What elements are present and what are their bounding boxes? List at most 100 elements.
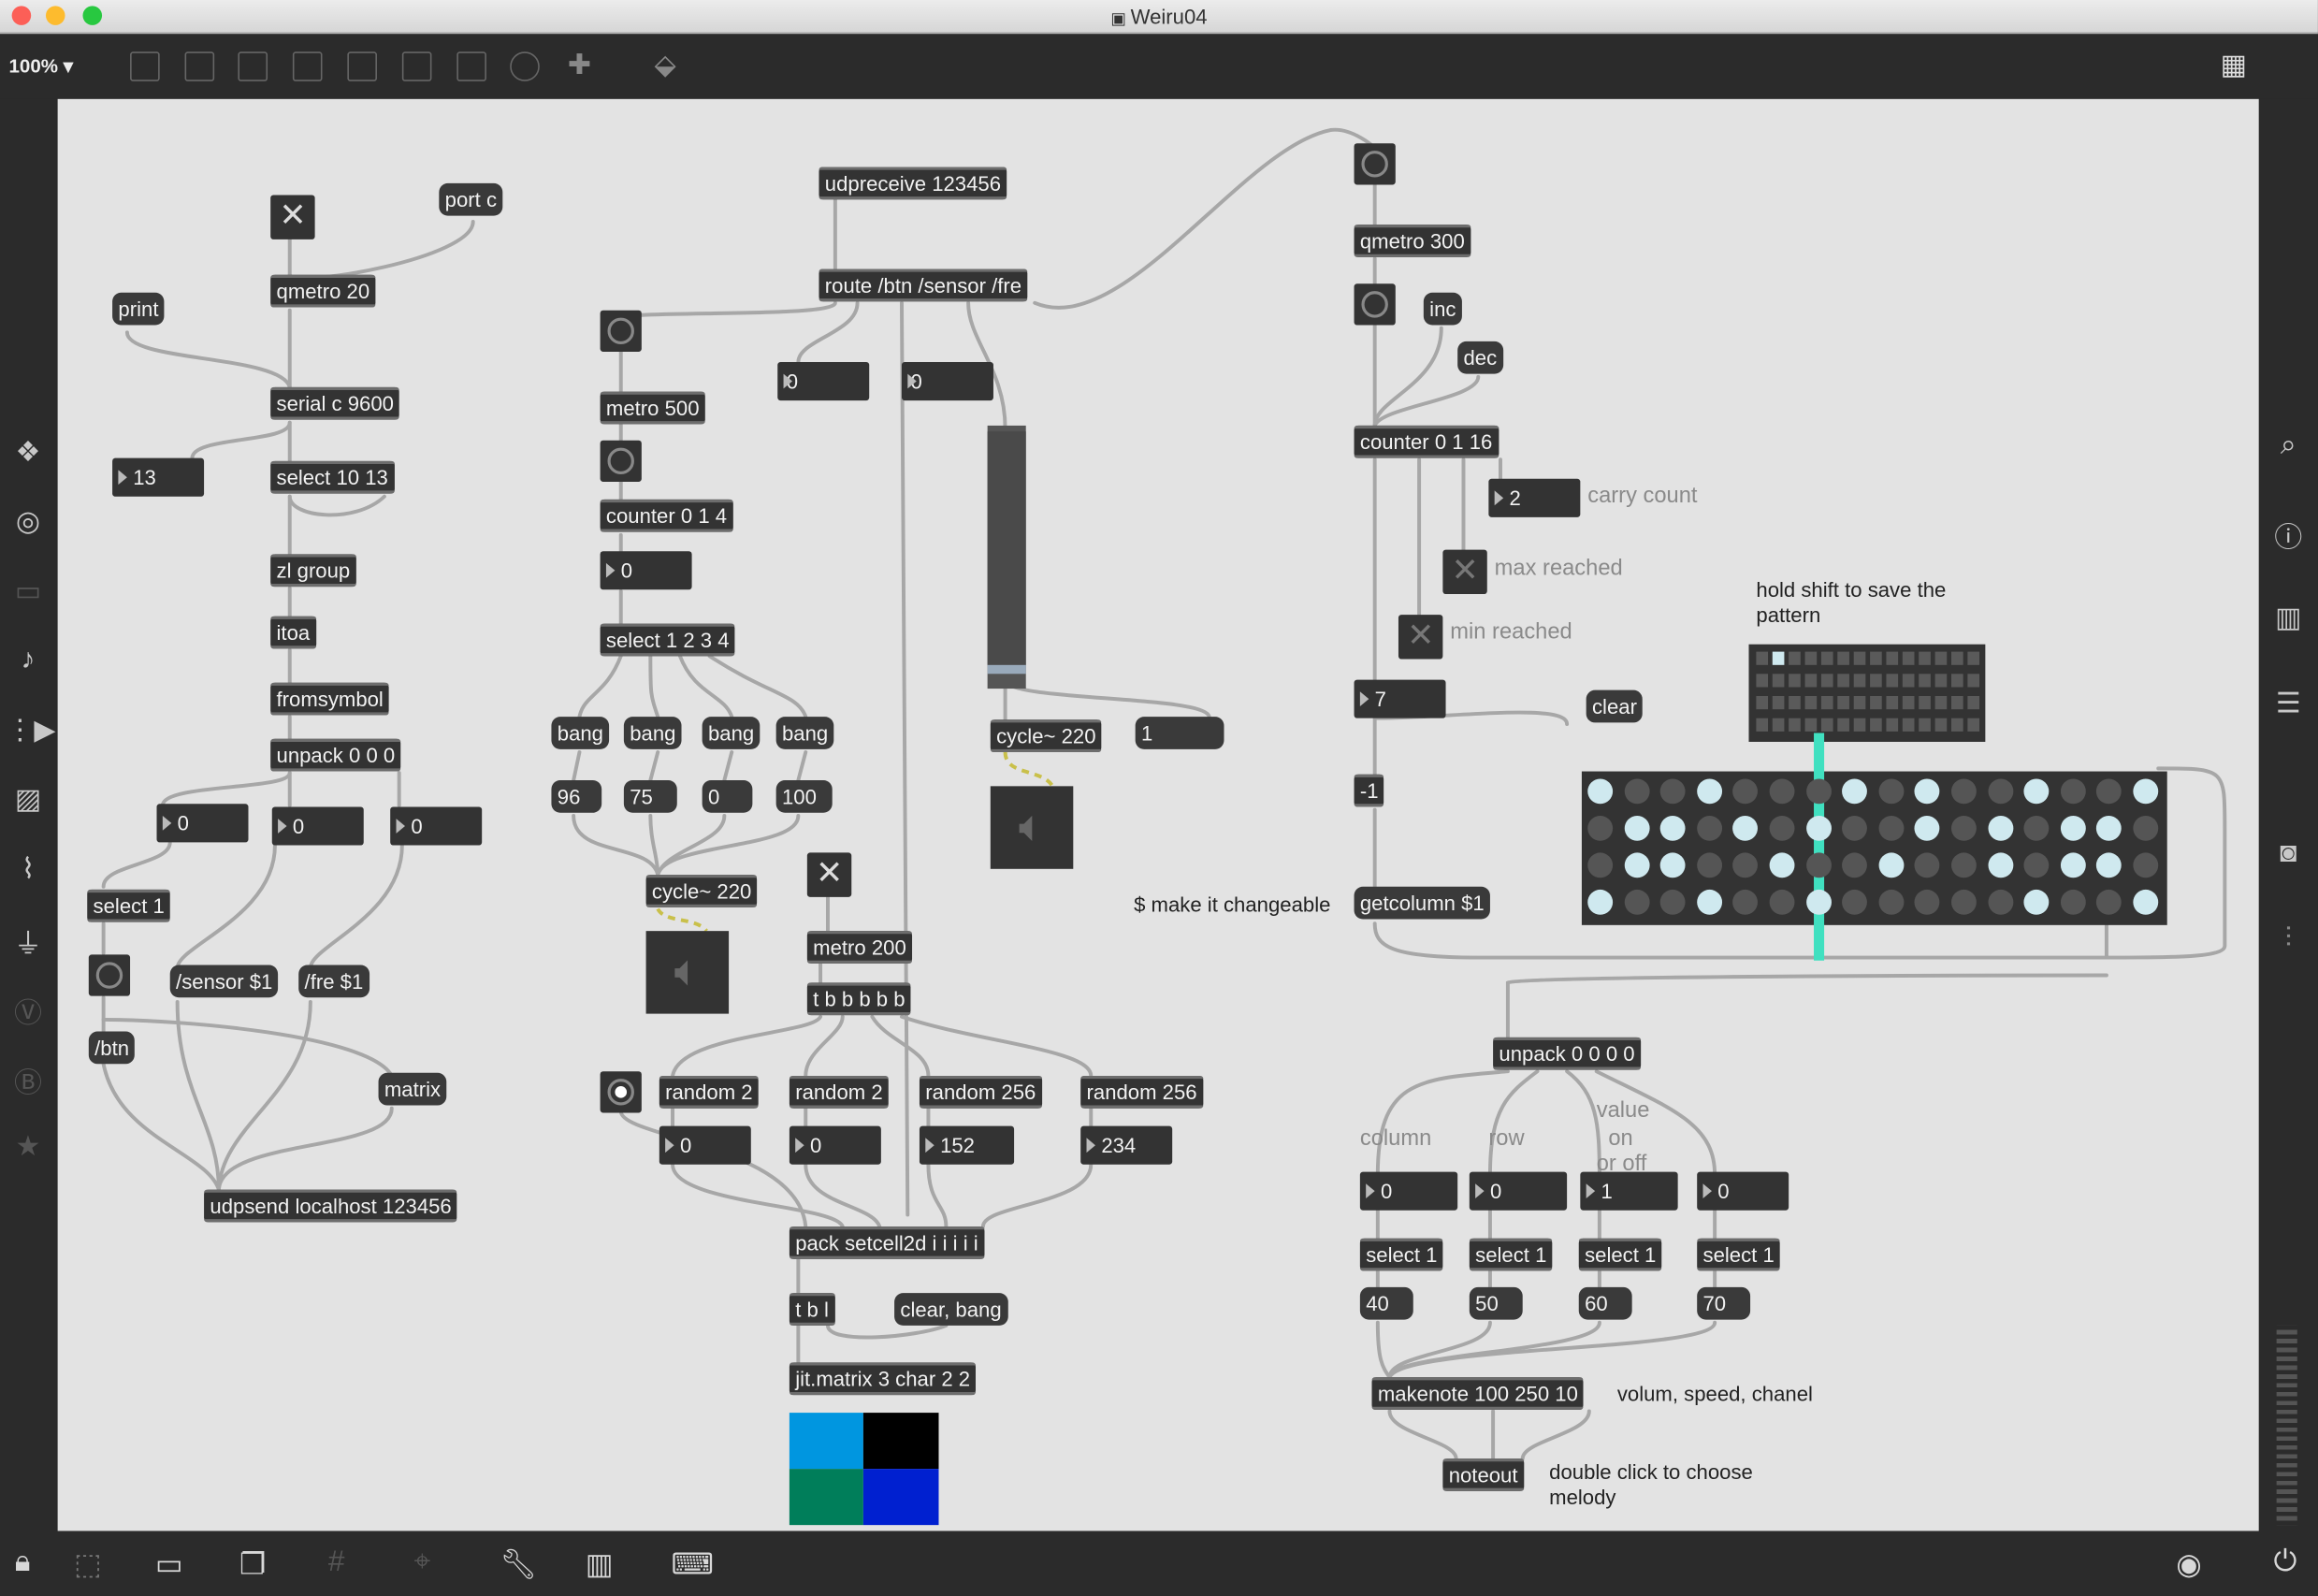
sequencer-cell[interactable] xyxy=(2023,852,2050,878)
preset-slot[interactable] xyxy=(1789,718,1801,732)
clear-message[interactable]: clear xyxy=(1586,689,1644,723)
preset-slot[interactable] xyxy=(1934,674,1948,688)
preset-slot[interactable] xyxy=(1870,651,1882,665)
trigger-bbbbb-object[interactable]: t b b b b b xyxy=(806,982,912,1016)
sequencer-cell[interactable] xyxy=(1987,852,2013,878)
sequencer-cell[interactable] xyxy=(2060,852,2086,878)
image-icon[interactable]: ▨ xyxy=(14,784,42,816)
new-media-icon[interactable] xyxy=(401,51,432,81)
ezdac-a[interactable]: 🔈︎ xyxy=(645,931,730,1014)
sequencer-cell[interactable] xyxy=(1769,889,1795,915)
sequencer-cell[interactable] xyxy=(2096,778,2122,805)
sequencer-cell[interactable] xyxy=(1659,889,1686,915)
preset-slot[interactable] xyxy=(1804,695,1818,710)
sequencer-cell[interactable] xyxy=(1624,778,1649,805)
search-icon[interactable]: ⌕ xyxy=(2280,429,2296,461)
max-reached-toggle[interactable]: ✕ xyxy=(1442,549,1487,594)
preset-slot[interactable] xyxy=(1756,718,1769,732)
sequencer-cell[interactable] xyxy=(2133,852,2159,878)
sequencer-cell[interactable] xyxy=(1805,852,1832,878)
new-toggle-icon[interactable] xyxy=(292,51,323,81)
preset-slot[interactable] xyxy=(1967,695,1980,710)
sequencer-cell[interactable] xyxy=(1624,852,1649,878)
sequencer-cell[interactable] xyxy=(1805,815,1832,841)
msg-0[interactable]: 0 xyxy=(702,780,753,813)
preset-slot[interactable] xyxy=(1820,674,1833,688)
sequencer-cell[interactable] xyxy=(1842,778,1868,805)
sequencer-cell[interactable] xyxy=(1878,889,1905,915)
preset-slot[interactable] xyxy=(1756,674,1769,688)
select-icon[interactable]: ⬚ xyxy=(74,1548,102,1582)
noteout-object[interactable]: noteout xyxy=(1442,1458,1524,1491)
preset-slot[interactable] xyxy=(1853,695,1866,710)
new-slider-icon[interactable] xyxy=(456,51,486,81)
power-icon[interactable]: ⏻ xyxy=(2273,1545,2297,1579)
new-message-icon[interactable] xyxy=(184,51,215,81)
preset-slot[interactable] xyxy=(1967,651,1980,665)
msg-50[interactable]: 50 xyxy=(1469,1286,1523,1320)
new-button-icon[interactable] xyxy=(347,51,377,81)
msg-100[interactable]: 100 xyxy=(775,780,833,813)
select-1-b-object[interactable]: select 1 xyxy=(1469,1238,1554,1271)
target-icon[interactable]: ◎ xyxy=(15,506,41,538)
qmetro-20-object[interactable]: qmetro 20 xyxy=(270,274,376,308)
zoom-menu[interactable]: 100% ▾ xyxy=(8,54,74,78)
new-comment-icon[interactable] xyxy=(238,51,268,81)
sequencer-cell[interactable] xyxy=(1950,889,1977,915)
route-number-1[interactable]: 0 xyxy=(777,362,870,401)
preset-slot[interactable] xyxy=(1919,674,1931,688)
preset-slot[interactable] xyxy=(1902,674,1915,688)
preset-slot[interactable] xyxy=(1950,651,1963,665)
preset-slot[interactable] xyxy=(1837,695,1849,710)
frequency-slider[interactable] xyxy=(987,425,1026,689)
serial-toggle[interactable]: ✕ xyxy=(270,195,315,239)
preset-slot[interactable] xyxy=(1804,674,1818,688)
select-1-left-object[interactable]: select 1 xyxy=(87,889,171,922)
sequencer-cell[interactable] xyxy=(1950,852,1977,878)
preset-slot[interactable] xyxy=(1919,718,1931,732)
random-number-2[interactable]: 0 xyxy=(789,1125,881,1165)
sequencer-cell[interactable] xyxy=(2133,815,2159,841)
unpack-000-object[interactable]: unpack 0 0 0 xyxy=(270,738,401,772)
grid-view-icon[interactable]: ▦ xyxy=(2220,50,2248,81)
preset-slot[interactable] xyxy=(1870,695,1882,710)
preset-slot[interactable] xyxy=(1853,674,1866,688)
random-2-b-object[interactable]: random 2 xyxy=(789,1075,890,1109)
button-left-bang[interactable] xyxy=(88,954,131,996)
preset-slot[interactable] xyxy=(1853,718,1866,732)
sequencer-cell[interactable] xyxy=(1769,852,1795,878)
carry-count-number[interactable]: 2 xyxy=(1488,478,1581,517)
windows-icon[interactable]: ❐ xyxy=(239,1548,267,1582)
column-number[interactable]: 7 xyxy=(1354,679,1446,718)
snap-icon[interactable]: ⌖ xyxy=(413,1545,431,1579)
qmetro-300-bang[interactable] xyxy=(1354,143,1396,185)
plug-icon[interactable]: ⏚ xyxy=(13,929,43,961)
unpack-0000-object[interactable]: unpack 0 0 0 0 xyxy=(1493,1037,1641,1070)
close-window-button[interactable] xyxy=(11,6,32,25)
preset-slot[interactable] xyxy=(1789,695,1801,710)
bang-message-2[interactable]: bang xyxy=(623,717,682,749)
sequencer-cell[interactable] xyxy=(1696,889,1722,915)
reference-icon[interactable]: ▥ xyxy=(2275,602,2302,634)
preset-slot[interactable] xyxy=(1950,695,1963,710)
sequencer-cell[interactable] xyxy=(1587,852,1614,878)
unpack-number-3[interactable]: 1 xyxy=(1580,1171,1678,1211)
port-c-message[interactable]: port c xyxy=(439,182,503,216)
sequencer-cell[interactable] xyxy=(1987,889,2013,915)
preset-slot[interactable] xyxy=(1772,651,1785,665)
sequencer-cell[interactable] xyxy=(1987,778,2013,805)
preset-slot[interactable] xyxy=(1886,695,1899,710)
select-10-13-object[interactable]: select 10 13 xyxy=(270,460,395,494)
bang-message-4[interactable]: bang xyxy=(775,717,834,749)
unpack-number-2[interactable]: 0 xyxy=(1469,1171,1568,1211)
sequencer-cell[interactable] xyxy=(1659,778,1686,805)
min-reached-toggle[interactable]: ✕ xyxy=(1398,615,1443,660)
presentation-icon[interactable]: ▭ xyxy=(154,1548,183,1582)
random-number-4[interactable]: 234 xyxy=(1080,1125,1173,1165)
paperclip-icon[interactable]: ⌇ xyxy=(21,854,36,886)
metro-200-toggle[interactable]: ✕ xyxy=(806,852,852,897)
sequencer-cell[interactable] xyxy=(1587,815,1614,841)
grid-icon[interactable]: # xyxy=(327,1545,345,1579)
sequencer-cell[interactable] xyxy=(1624,889,1649,915)
clear-bang-message[interactable]: clear, bang xyxy=(894,1293,1007,1326)
